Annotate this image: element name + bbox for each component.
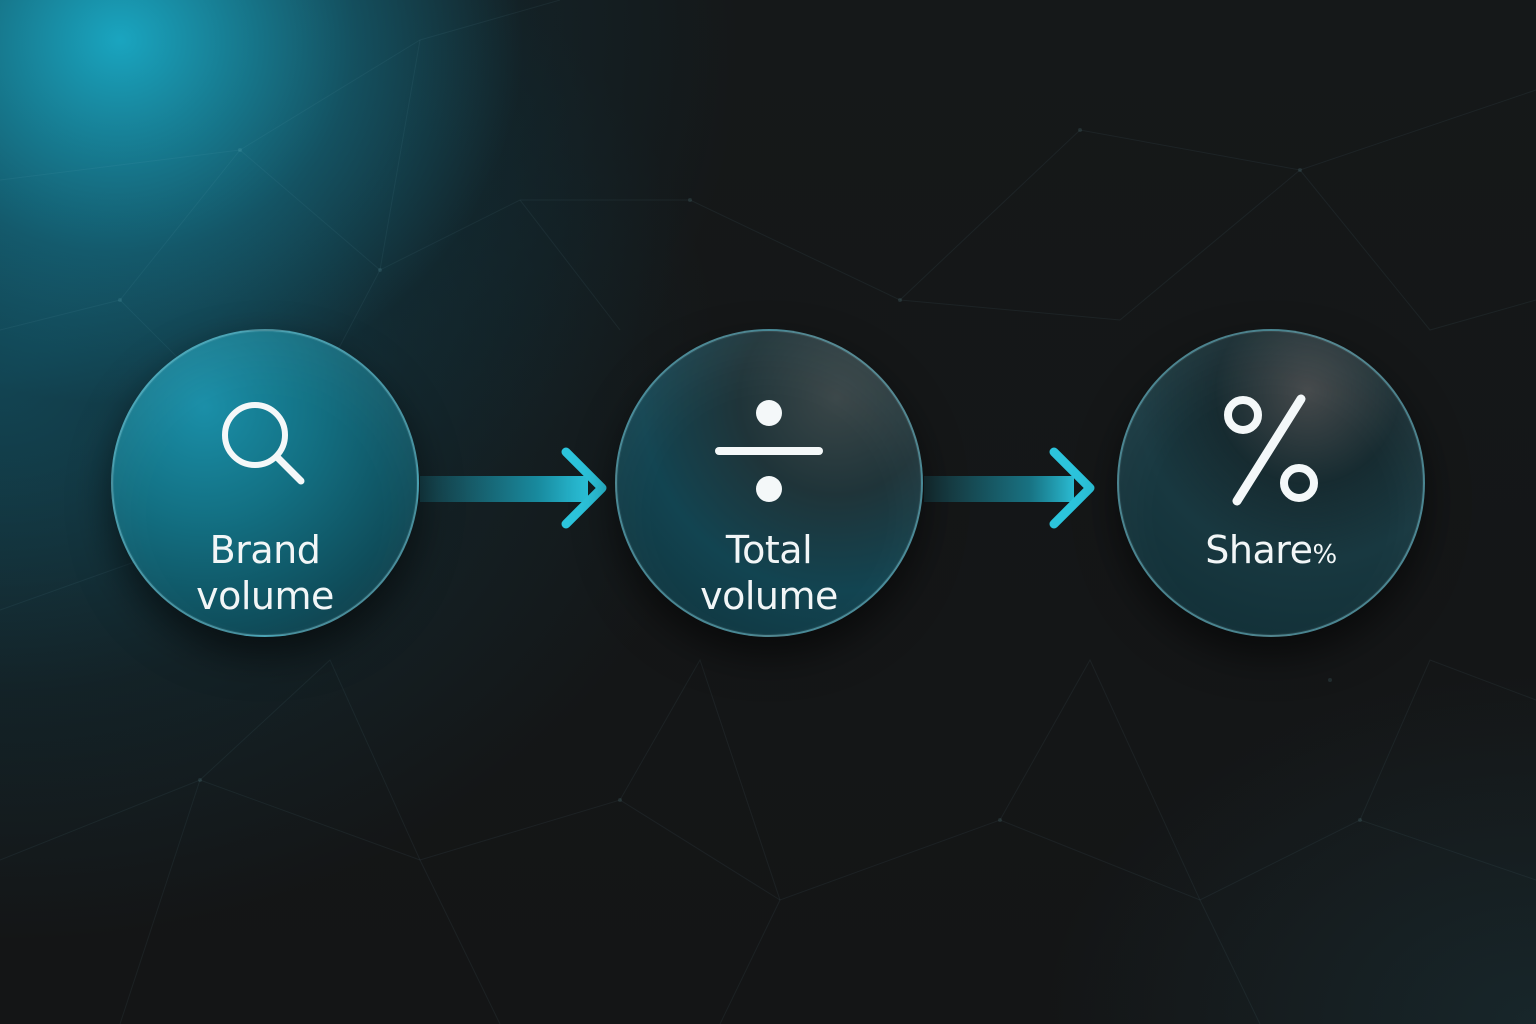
arrow-right-icon: [420, 447, 607, 529]
step-total-volume: Total volume: [615, 329, 923, 637]
percent-icon: [1224, 394, 1318, 506]
search-icon: [222, 402, 305, 485]
step-label: Total volume: [617, 527, 921, 619]
step-label-line2: volume: [700, 574, 838, 618]
step-share: Share%: [1117, 329, 1425, 637]
step-label-main: Share: [1205, 528, 1313, 572]
step-brand-volume: Brand volume: [111, 329, 419, 637]
step-label-line1: Total: [725, 528, 813, 572]
step-label: Brand volume: [113, 527, 417, 619]
divide-icon: [715, 400, 823, 502]
step-label: Share%: [1119, 527, 1423, 578]
arrow-right-icon: [924, 447, 1095, 529]
step-label-line1: Brand: [209, 528, 321, 572]
step-label-line2: volume: [196, 574, 334, 618]
step-label-suffix: %: [1312, 540, 1337, 570]
